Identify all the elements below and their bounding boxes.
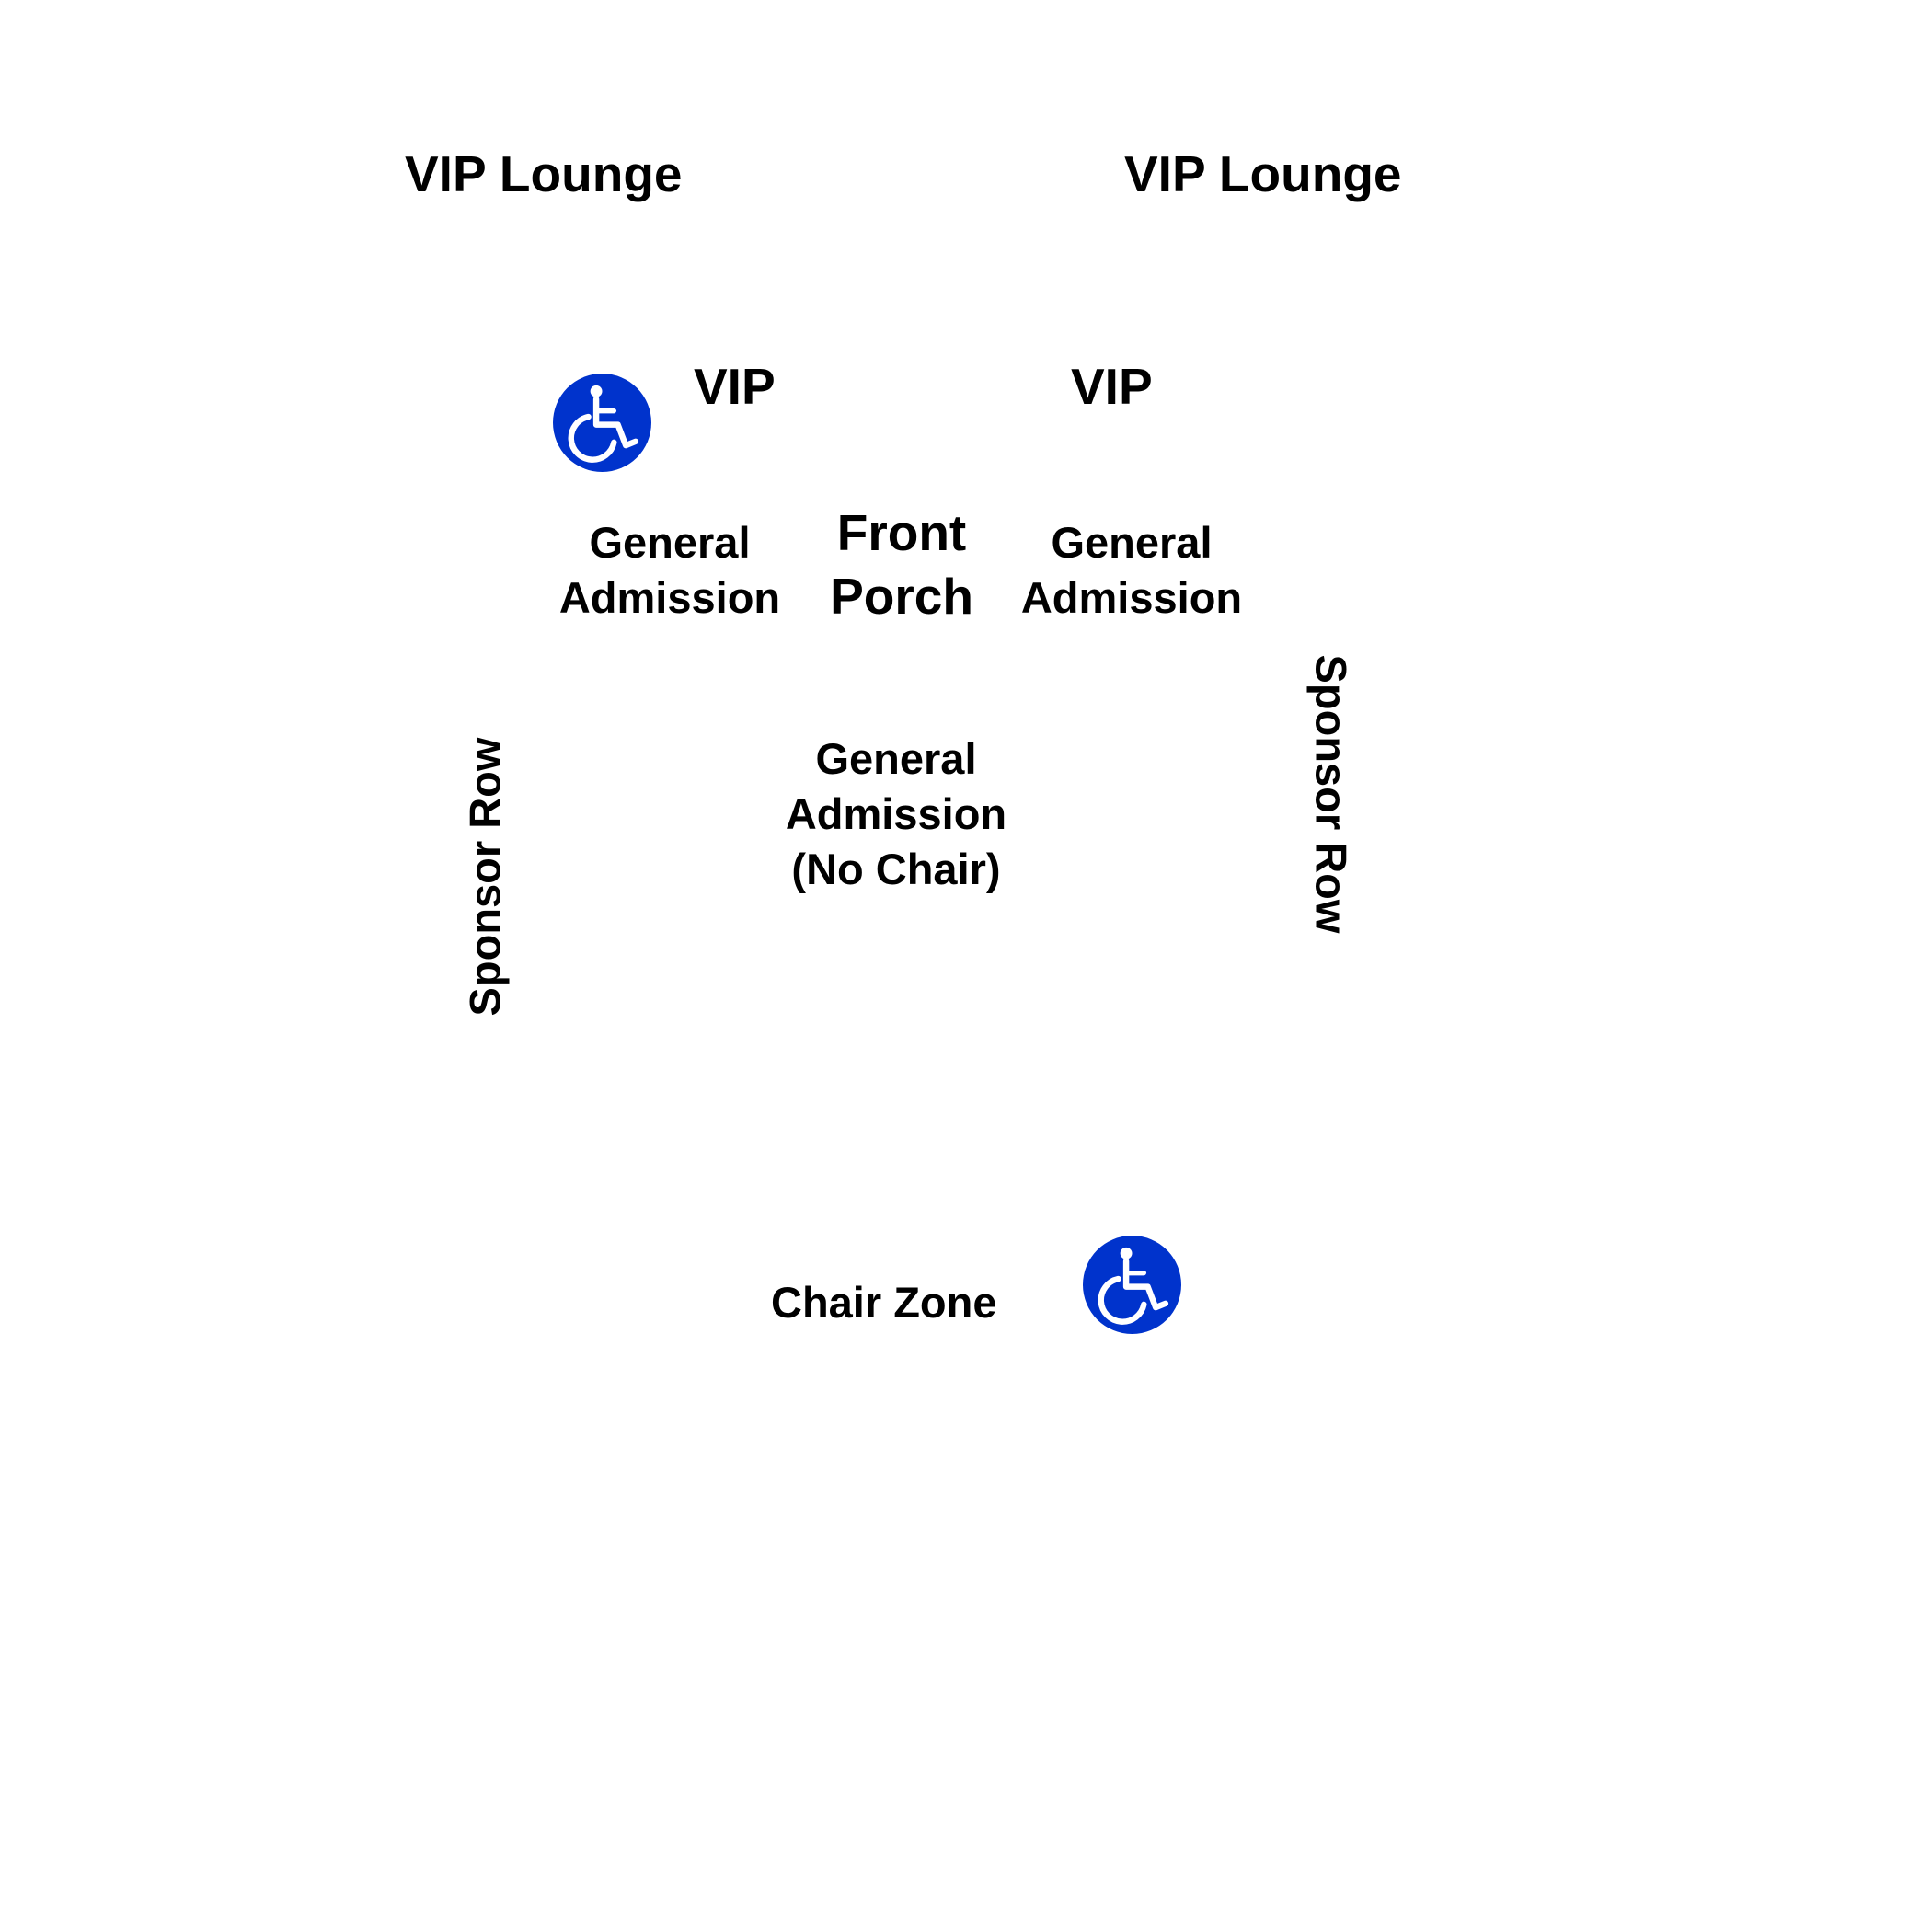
wheelchair-accessible-icon [553,374,651,472]
zone-vip-lounge-right: VIP Lounge [1124,145,1402,202]
zone-sponsor-row-left: Sponsor Row [460,737,510,1017]
zone-vip-lounge-left: VIP Lounge [405,145,683,202]
zone-sponsor-row-right: Sponsor Row [1306,654,1356,934]
zone-vip-left: VIP [694,358,776,415]
zone-vip-right: VIP [1071,358,1153,415]
zone-general-admission-left: General Admission [558,518,781,623]
zone-general-admission-no-chair: General Admission (No Chair) [785,734,1007,894]
wheelchair-accessible-icon [1083,1236,1181,1334]
zone-front-porch: Front Porch [830,504,973,625]
zone-general-admission-right: General Admission [1020,518,1243,623]
zone-chair: Chair Zone [771,1278,997,1327]
